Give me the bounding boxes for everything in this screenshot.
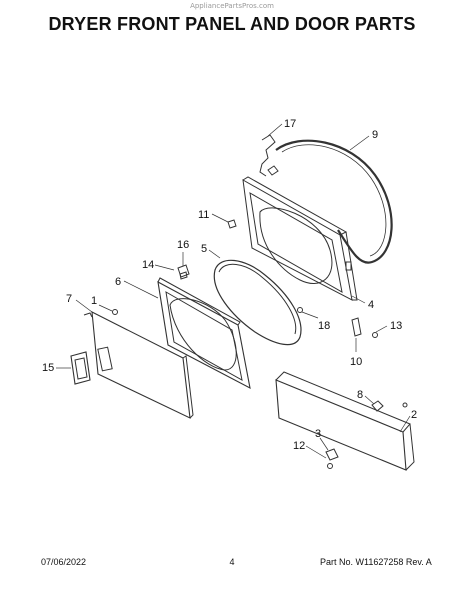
callout-4: 4 (368, 299, 374, 311)
callout-16: 16 (177, 239, 189, 251)
inner-door-frame (242, 176, 358, 301)
door-switch-harness (259, 134, 276, 177)
latch-strike (177, 264, 190, 278)
footer-page-number: 4 (229, 557, 235, 567)
callout-6: 6 (115, 276, 121, 288)
page-title: DRYER FRONT PANEL AND DOOR PARTS (48, 14, 416, 34)
callout-12: 12 (293, 440, 305, 452)
lower-hinge (351, 317, 362, 337)
outer-door-frame (157, 277, 251, 390)
door-seal-gasket (275, 139, 393, 264)
callout-7: 7 (66, 293, 72, 305)
knob-insert (371, 400, 384, 412)
callout-15: 15 (42, 362, 54, 374)
outer-door-panel (83, 311, 194, 419)
callout-10: 10 (350, 356, 362, 368)
callout-14: 14 (142, 259, 154, 271)
hinge-bracket (227, 219, 237, 229)
footer-part-number: Part No. W11627258 Rev. A (320, 557, 432, 567)
door-window-glass (213, 259, 302, 346)
footer-date: 07/06/2022 (41, 557, 87, 567)
callout-2: 2 (411, 409, 417, 421)
callout-18: 18 (318, 320, 330, 332)
watermark: AppliancePartsPros.com (190, 2, 274, 10)
door-handle (70, 351, 91, 385)
callout-17: 17 (284, 118, 296, 130)
callout-9: 9 (372, 129, 378, 141)
console-clip (325, 448, 339, 461)
callout-3: 3 (315, 428, 321, 440)
callout-11: 11 (198, 209, 209, 221)
callout-5: 5 (201, 243, 207, 255)
callout-8: 8 (357, 389, 363, 401)
callout-1: 1 (91, 295, 97, 307)
callout-13: 13 (390, 320, 402, 332)
control-panel-console (275, 371, 415, 471)
